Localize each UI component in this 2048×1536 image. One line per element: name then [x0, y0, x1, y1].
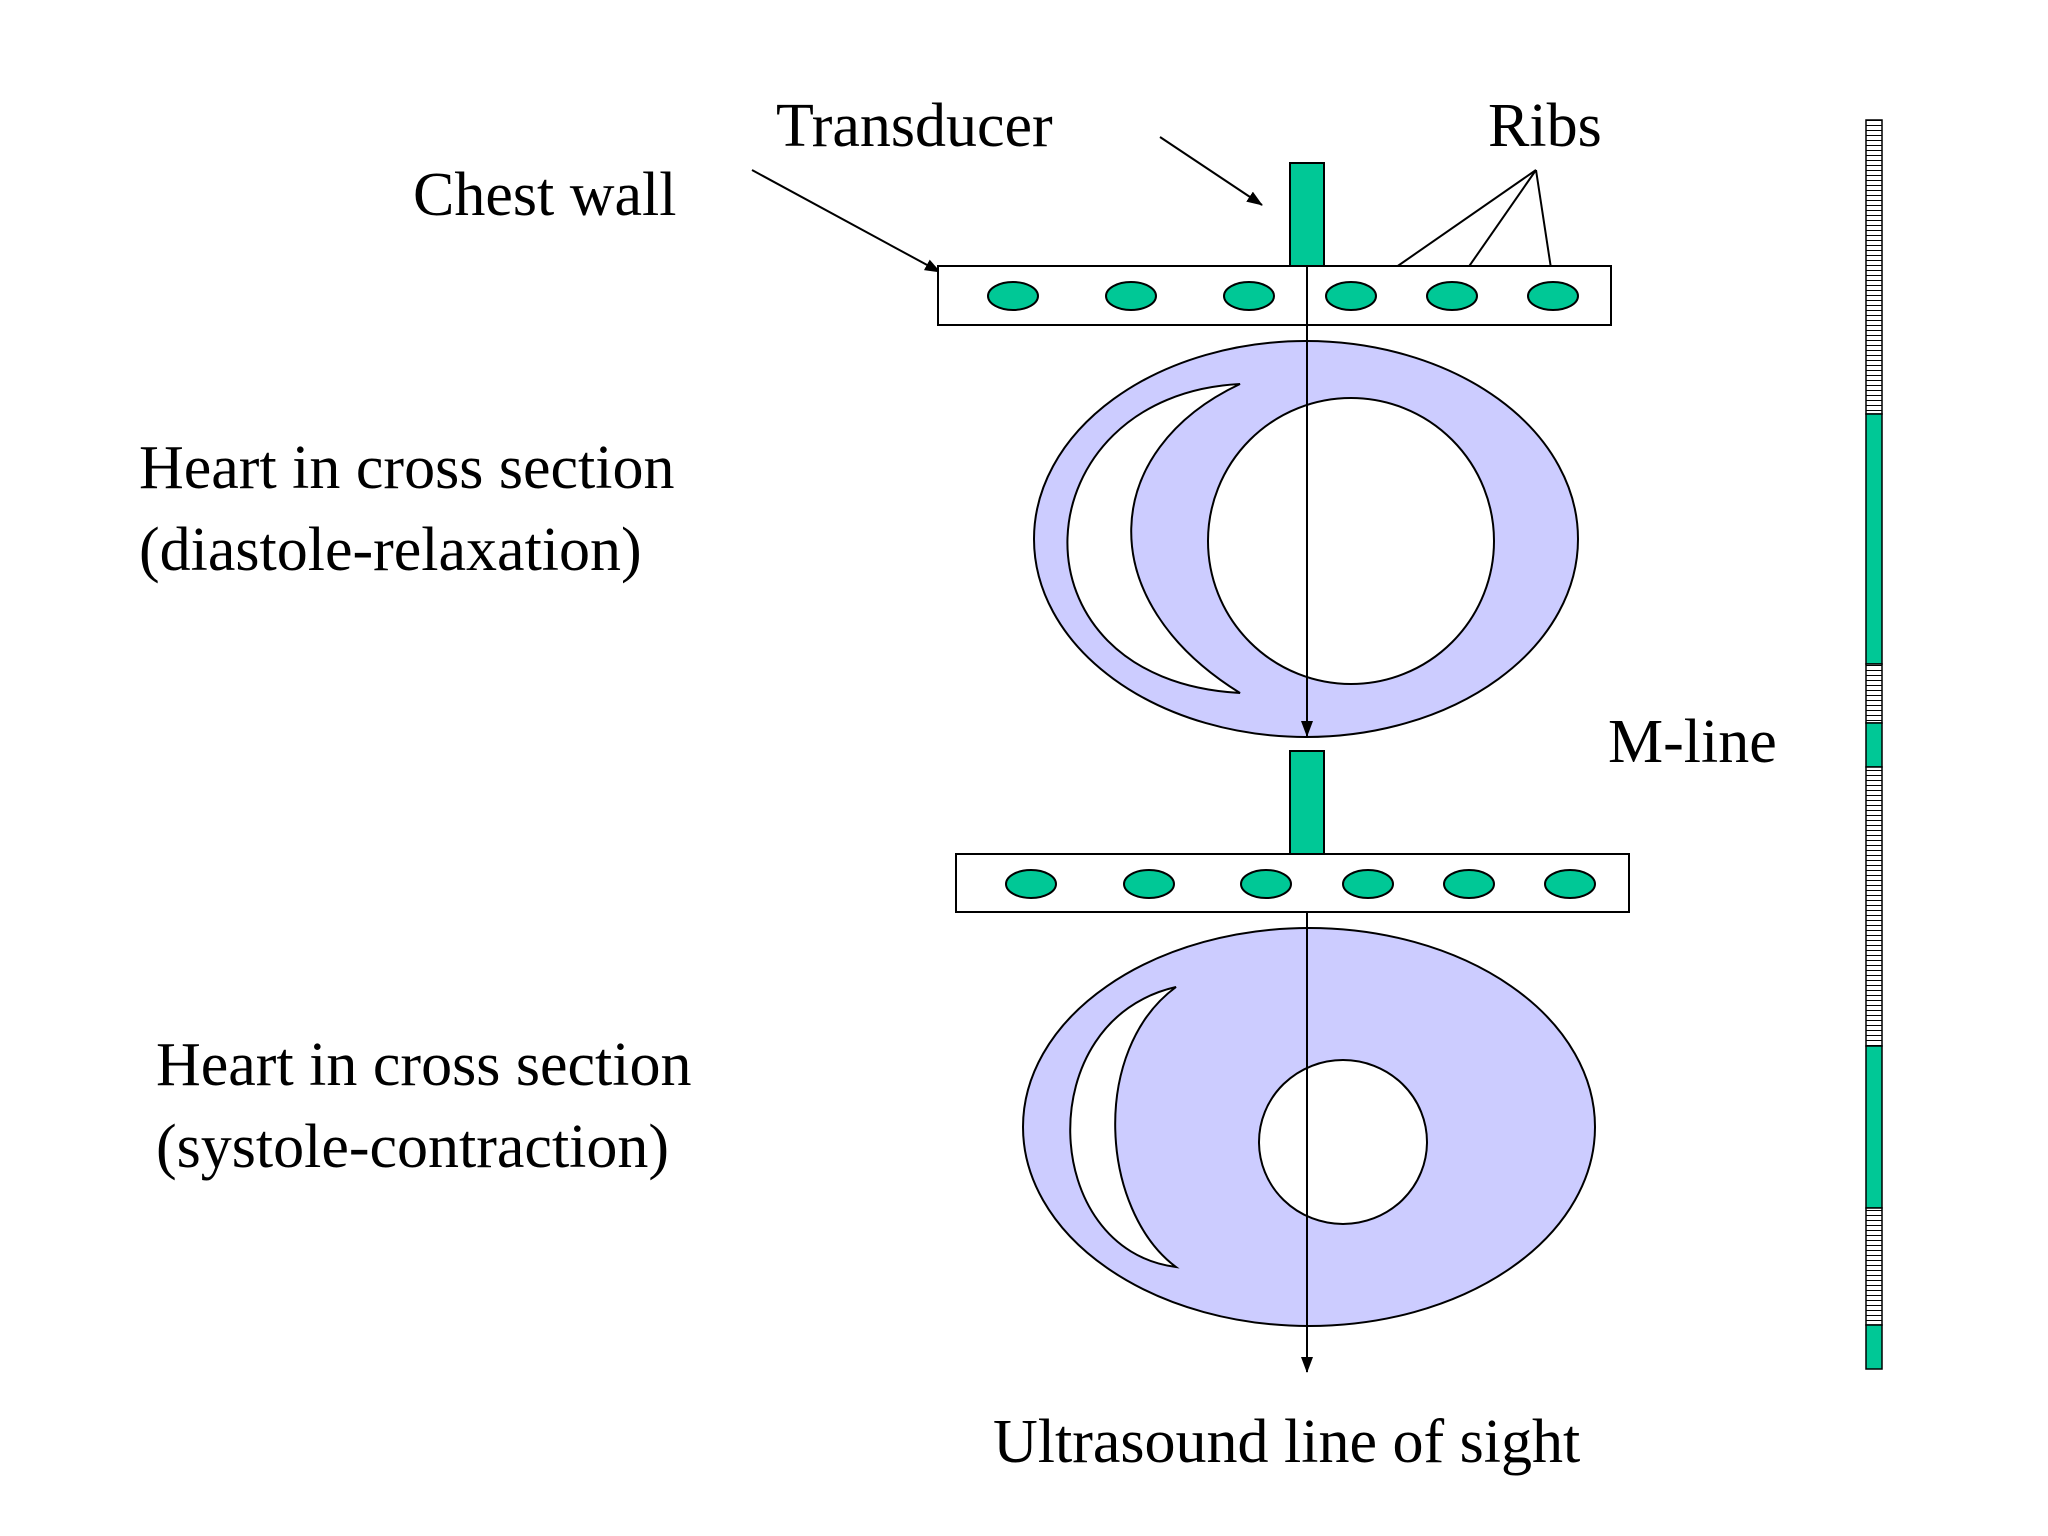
- chest-wall-pointer-arrow: [751, 169, 941, 273]
- rib: [1325, 281, 1377, 311]
- rib: [1527, 281, 1579, 311]
- transducer-bottom: [1289, 750, 1325, 855]
- chest-wall-label: Chest wall: [413, 161, 676, 229]
- ribs-label: Ribs: [1488, 92, 1602, 160]
- heart-diastole-label-line2: (diastole-relaxation): [139, 516, 642, 584]
- rib: [1544, 869, 1596, 899]
- right-ventricle-cavity: [1066, 383, 1241, 694]
- rib: [1223, 281, 1275, 311]
- transducer-label: Transducer: [776, 92, 1053, 160]
- heart-systole-label-line1: Heart in cross section: [156, 1031, 691, 1099]
- transducer-pointer-arrow: [1159, 136, 1263, 206]
- ribs-top: [987, 281, 1579, 311]
- transducer-top: [1289, 162, 1325, 267]
- left-ventricle-cavity: [1207, 397, 1495, 685]
- ribs-bottom: [1005, 869, 1596, 899]
- heart-systole: [1022, 927, 1596, 1327]
- m-line-label: M-line: [1608, 708, 1777, 776]
- rib: [1105, 281, 1157, 311]
- left-ventricle-cavity: [1258, 1059, 1428, 1225]
- rib: [1005, 869, 1057, 899]
- heart-diastole-label-line1: Heart in cross section: [139, 434, 674, 502]
- m-line-strip: [1865, 119, 1883, 1370]
- line-of-sight-label: Ultrasound line of sight: [993, 1408, 1580, 1476]
- rib: [987, 281, 1039, 311]
- heart-systole-label-line2: (systole-contraction): [156, 1113, 669, 1181]
- right-ventricle-cavity: [1069, 986, 1180, 1269]
- rib: [1443, 869, 1495, 899]
- rib: [1342, 869, 1394, 899]
- rib: [1123, 869, 1175, 899]
- chest-wall-bottom: [955, 853, 1630, 913]
- rib: [1240, 869, 1292, 899]
- rib: [1426, 281, 1478, 311]
